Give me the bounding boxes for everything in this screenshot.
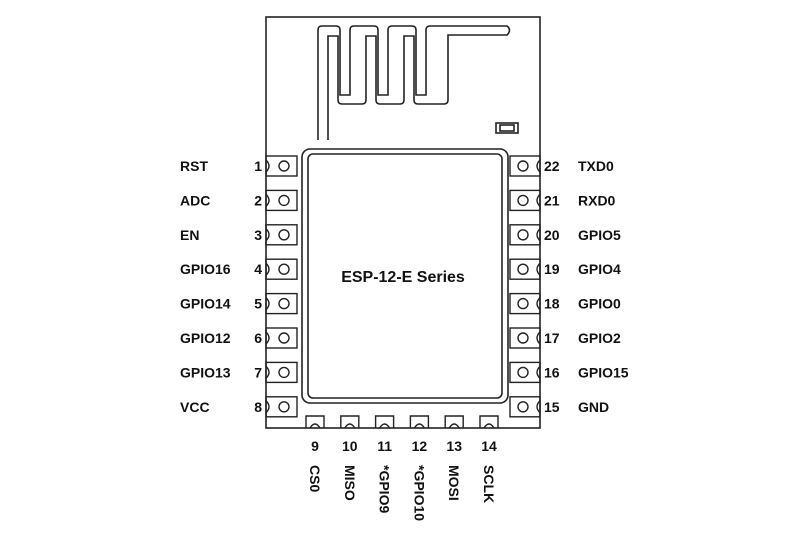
bottom-pin-name: *GPIO10 — [411, 465, 427, 521]
left-pin-name: GPIO13 — [180, 364, 231, 380]
left-pin-name: EN — [180, 227, 199, 243]
right-pin-name: GND — [578, 399, 609, 415]
left-pin-pad — [265, 396, 298, 418]
right-pin-number: 21 — [544, 192, 560, 208]
right-pin-number: 16 — [544, 364, 560, 380]
left-pin-name: GPIO14 — [180, 296, 231, 312]
right-pin-name: TXD0 — [578, 158, 614, 174]
left-pin-name: ADC — [180, 192, 210, 208]
right-pin-number: 18 — [544, 296, 560, 312]
bottom-pin-name: *GPIO9 — [377, 465, 393, 513]
bottom-pin-number: 12 — [412, 438, 428, 454]
right-pin-pad — [509, 396, 541, 418]
bottom-pin-number: 13 — [446, 438, 462, 454]
right-pin-name: RXD0 — [578, 192, 616, 208]
left-pin-number: 2 — [254, 192, 262, 208]
right-pin-pad — [509, 155, 541, 177]
left-pin-pad — [265, 292, 298, 315]
right-pin-pad — [509, 361, 541, 384]
bottom-pin-name: CS0 — [307, 465, 323, 492]
left-pin-pad — [265, 224, 298, 246]
bottom-pin-name: MISO — [342, 465, 358, 501]
bottom-pin-number: 9 — [311, 438, 319, 454]
bottom-pin-pad — [305, 415, 325, 429]
bottom-pin-pad — [409, 415, 430, 429]
left-pin-number: 6 — [254, 330, 262, 346]
left-pin-name: RST — [180, 158, 208, 174]
right-pin-name: GPIO0 — [578, 296, 621, 312]
right-pin-pad — [509, 189, 541, 212]
bottom-pin-name: SCLK — [481, 465, 497, 503]
bottom-pin-pad — [340, 415, 360, 429]
bottom-pin-number: 10 — [342, 438, 358, 454]
pcb-antenna — [317, 25, 511, 140]
bottom-pin-pad — [479, 415, 499, 429]
module-title: ESP-12-E Series — [341, 269, 465, 286]
left-pin-number: 1 — [254, 158, 262, 174]
bottom-pin-pad — [374, 415, 395, 429]
bottom-pin-number: 14 — [481, 438, 497, 454]
right-pin-number: 20 — [544, 227, 560, 243]
left-pin-number: 5 — [254, 296, 262, 312]
right-pin-number: 22 — [544, 158, 560, 174]
left-pin-name: GPIO16 — [180, 261, 231, 277]
left-pin-pad — [265, 189, 298, 212]
left-pin-name: VCC — [180, 399, 210, 415]
right-pin-name: GPIO4 — [578, 261, 621, 277]
right-pin-pad — [509, 224, 541, 246]
left-pin-pad — [265, 155, 298, 177]
shield-can — [301, 148, 509, 404]
left-pin-pad — [265, 361, 298, 384]
right-pin-pad — [509, 258, 541, 280]
module-outline — [265, 16, 541, 429]
bottom-pin-pad — [444, 415, 464, 429]
left-pin-name: GPIO12 — [180, 330, 231, 346]
right-pin-name: GPIO5 — [578, 227, 621, 243]
right-pin-name: GPIO15 — [578, 364, 629, 380]
led-component — [495, 122, 519, 134]
bottom-pin-number: 11 — [377, 438, 392, 454]
right-pin-pad — [509, 292, 541, 315]
right-pin-pad — [509, 327, 541, 349]
left-pin-pad — [265, 327, 298, 349]
right-pin-number: 19 — [544, 261, 560, 277]
right-pin-number: 17 — [544, 330, 560, 346]
left-pin-number: 8 — [254, 399, 262, 415]
left-pin-pad — [265, 258, 298, 280]
right-pin-name: GPIO2 — [578, 330, 621, 346]
left-pin-number: 3 — [254, 227, 262, 243]
left-pin-number: 4 — [254, 261, 262, 277]
left-pin-number: 7 — [254, 364, 262, 380]
right-pin-number: 15 — [544, 399, 560, 415]
bottom-pin-name: MOSI — [446, 465, 462, 501]
